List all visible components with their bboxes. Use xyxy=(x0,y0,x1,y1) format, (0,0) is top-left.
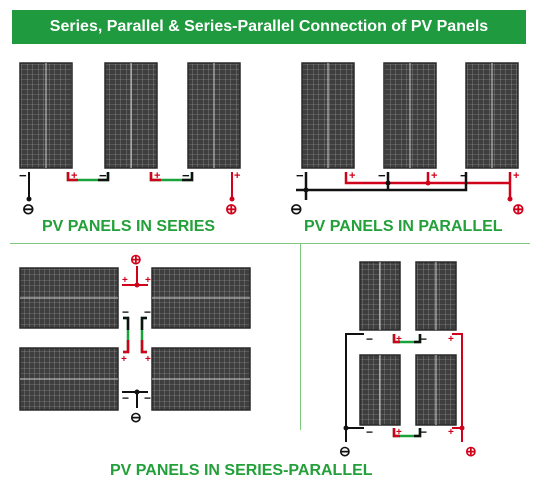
minus-terminal: − xyxy=(296,168,304,183)
series-section xyxy=(19,62,241,202)
minus-terminal: − xyxy=(99,168,107,183)
parallel-label: PV PANELS IN PARALLEL xyxy=(304,218,503,235)
solar-panel xyxy=(19,347,119,411)
positive-output-symbol: ⊕ xyxy=(512,201,525,218)
solar-panel xyxy=(187,62,241,169)
positive-output-symbol: ⊕ xyxy=(225,201,238,218)
minus-terminal: − xyxy=(366,425,373,439)
solar-panel xyxy=(359,261,401,331)
plus-terminal: + xyxy=(448,427,454,438)
negative-output-symbol: ⊖ xyxy=(290,201,303,218)
series-parallel-left-section xyxy=(19,266,251,411)
plus-terminal: + xyxy=(431,170,437,182)
minus-terminal: − xyxy=(19,168,27,183)
solar-panel xyxy=(151,347,251,411)
solar-panel xyxy=(151,267,251,329)
parallel-section xyxy=(296,62,519,202)
minus-terminal: − xyxy=(144,391,151,405)
negative-output-symbol: ⊖ xyxy=(22,201,35,218)
positive-output-symbol: ⊕ xyxy=(130,251,142,267)
plus-terminal: + xyxy=(122,275,128,286)
solar-panel xyxy=(104,62,158,169)
negative-output-symbol: ⊖ xyxy=(130,409,142,425)
plus-terminal: + xyxy=(71,170,77,182)
plus-terminal: + xyxy=(121,354,127,365)
section-divider-vertical xyxy=(300,244,301,430)
minus-terminal: − xyxy=(366,332,373,346)
solar-panel xyxy=(301,62,355,169)
minus-terminal: − xyxy=(460,168,468,183)
solar-panel xyxy=(383,62,437,169)
plus-terminal: + xyxy=(234,170,240,182)
plus-terminal: + xyxy=(396,427,402,438)
plus-terminal: + xyxy=(145,354,151,365)
solar-panel xyxy=(359,354,401,426)
minus-terminal: − xyxy=(182,168,190,183)
minus-terminal: − xyxy=(122,305,129,319)
plus-terminal: + xyxy=(154,170,160,182)
series-parallel-right-section xyxy=(343,261,465,442)
positive-output-symbol: ⊕ xyxy=(465,443,477,459)
solar-panel xyxy=(465,62,519,169)
negative-output-symbol: ⊖ xyxy=(339,443,351,459)
plus-terminal: + xyxy=(448,334,454,345)
minus-terminal: − xyxy=(420,425,427,439)
plus-terminal: + xyxy=(349,170,355,182)
solar-panel xyxy=(19,62,73,169)
plus-terminal: + xyxy=(145,275,151,286)
plus-terminal: + xyxy=(513,170,519,182)
page-title: Series, Parallel & Series-Parallel Conne… xyxy=(12,10,526,44)
solar-panel xyxy=(415,354,457,426)
series-parallel-label: PV PANELS IN SERIES-PARALLEL xyxy=(110,462,373,479)
solar-panel xyxy=(19,267,119,329)
minus-terminal: − xyxy=(122,391,129,405)
solar-panel xyxy=(415,261,457,331)
minus-terminal: − xyxy=(378,168,386,183)
plus-terminal: + xyxy=(396,334,402,345)
section-divider xyxy=(10,243,530,244)
minus-terminal: − xyxy=(144,305,151,319)
series-label: PV PANELS IN SERIES xyxy=(42,218,216,235)
minus-terminal: − xyxy=(420,332,427,346)
